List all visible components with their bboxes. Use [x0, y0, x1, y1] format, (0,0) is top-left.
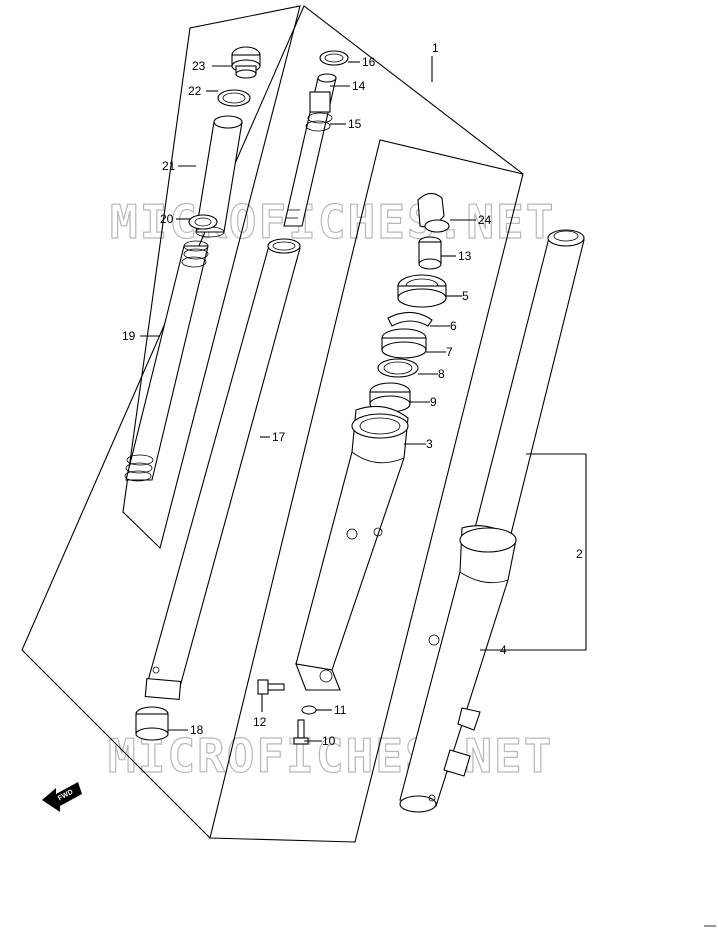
watermark-bottom: MICROFICHES.NET [108, 729, 553, 783]
stopper-ring [387, 311, 433, 327]
callout-4: 4 [500, 643, 507, 657]
fork-leg-complete [399, 229, 585, 813]
callout-6: 6 [450, 319, 457, 333]
callout-1: 1 [432, 41, 439, 55]
leader-lines [140, 56, 587, 742]
callout-20: 20 [160, 212, 174, 226]
guide-bushing [369, 382, 411, 413]
drain-gasket [301, 705, 317, 715]
callout-14: 14 [352, 79, 366, 93]
slide-bushing [135, 706, 169, 741]
callout-21: 21 [162, 159, 176, 173]
assembly-box-outer [21, 5, 524, 843]
callout-13: 13 [458, 249, 472, 263]
outer-tube [295, 405, 409, 691]
forward-direction-arrow: FWD [42, 782, 82, 812]
axle-bolt [257, 679, 285, 695]
assembly-box-lower [209, 139, 524, 839]
callout-23: 23 [192, 59, 206, 73]
watermark-top: MICROFICHES.NET [110, 195, 555, 249]
inner-tube [144, 238, 301, 701]
cap-bolt [231, 46, 261, 79]
callout-10: 10 [322, 734, 336, 748]
spacer-tube [195, 115, 243, 238]
callout-5: 5 [462, 289, 469, 303]
callout-16: 16 [362, 55, 376, 69]
callout-11: 11 [334, 703, 347, 717]
o-ring [217, 89, 251, 107]
oil-lock-piece [418, 236, 442, 270]
oil-seal [381, 328, 427, 359]
spring-washer [188, 214, 218, 230]
fork-spring [124, 240, 209, 482]
callout-18: 18 [190, 723, 204, 737]
callout-9: 9 [430, 395, 437, 409]
callout-12: 12 [253, 715, 267, 729]
callout-17: 17 [272, 430, 286, 444]
callout-15: 15 [348, 117, 362, 131]
assembly-box-inner [122, 5, 301, 550]
damper-cap [417, 192, 450, 233]
callout-3: 3 [426, 437, 433, 451]
callout-22: 22 [188, 84, 202, 98]
callout-labels: 1 2 3 4 5 6 7 8 9 10 11 12 13 14 15 16 1… [122, 41, 583, 748]
callout-19: 19 [122, 329, 136, 343]
damper-rod [283, 73, 337, 227]
dust-seal [397, 274, 447, 308]
damper-o-ring [319, 50, 349, 66]
callout-24: 24 [478, 213, 492, 227]
callout-7: 7 [446, 345, 453, 359]
callout-8: 8 [438, 367, 445, 381]
callout-2: 2 [576, 547, 583, 561]
